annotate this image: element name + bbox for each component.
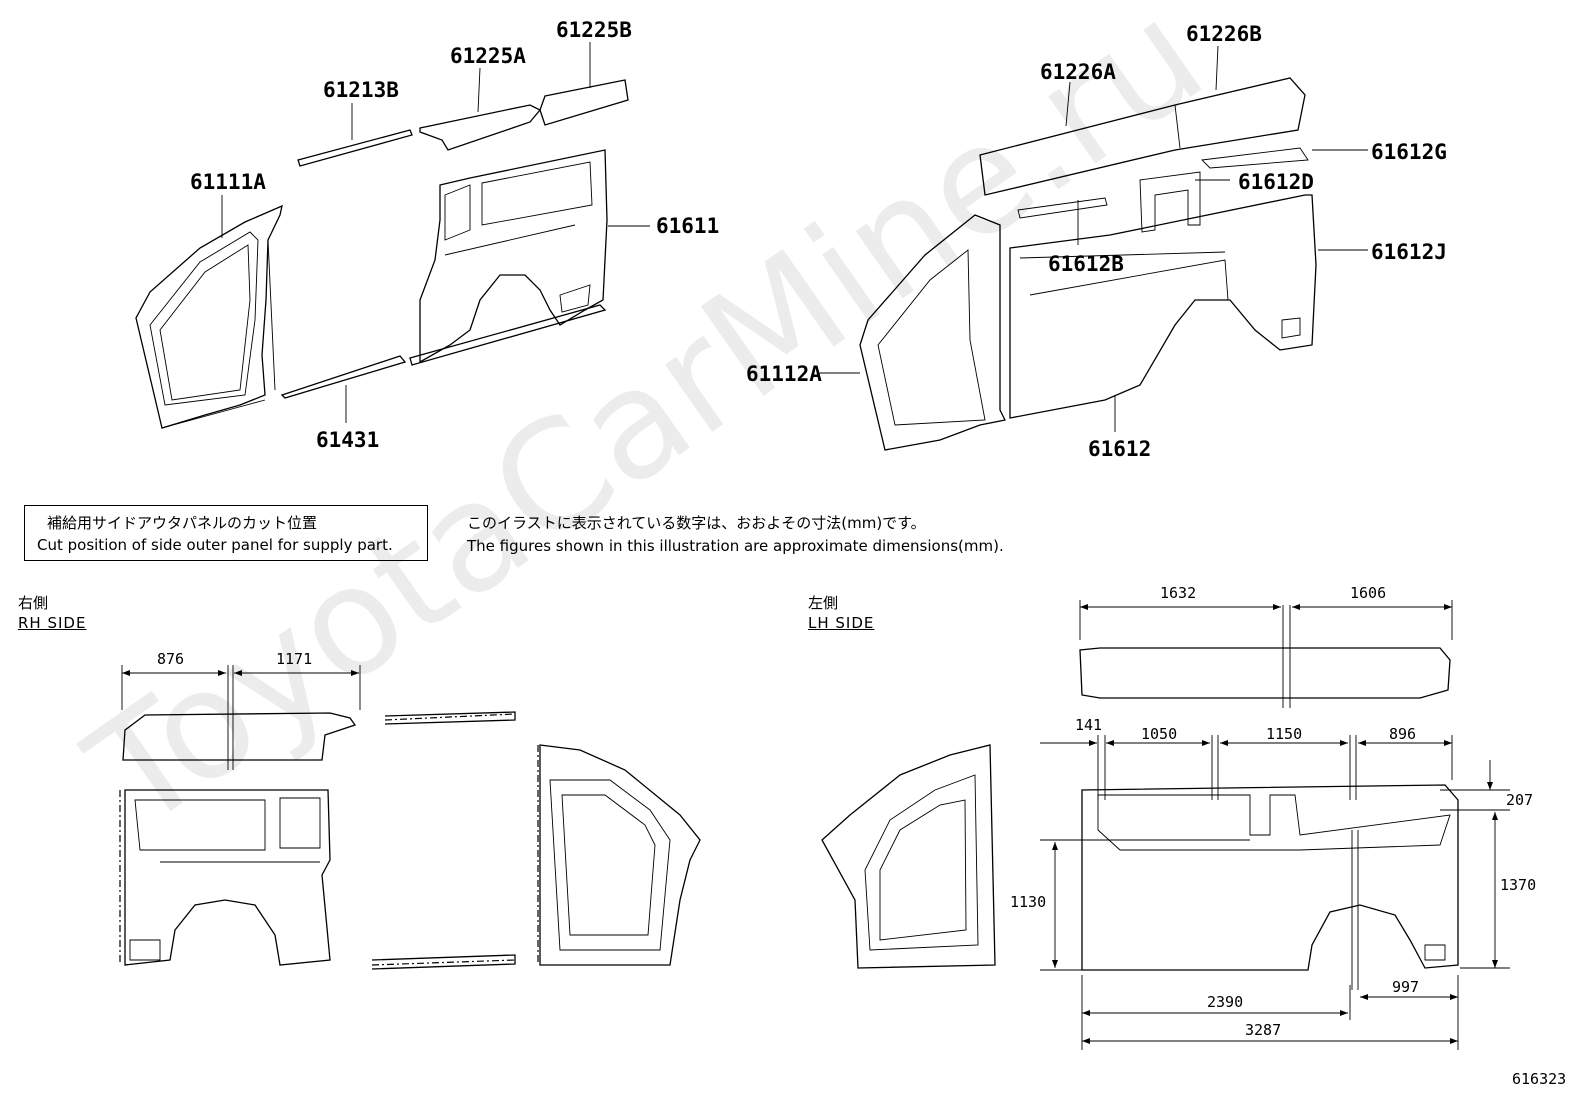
- lh-side-en: LH SIDE: [808, 614, 875, 632]
- part-label-61611[interactable]: 61611: [656, 214, 720, 238]
- rocker-rear-drawing: [409, 304, 607, 366]
- dim-876: 876: [157, 650, 185, 668]
- dim-1370: 1370: [1500, 876, 1537, 894]
- part-label-61213b[interactable]: 61213B: [323, 78, 399, 102]
- dim-141: 141: [1075, 716, 1103, 734]
- lh-front-pillar-bottom-drawing: [821, 744, 996, 969]
- dim-1150: 1150: [1266, 725, 1303, 743]
- part-label-61226a[interactable]: 61226A: [1040, 60, 1116, 84]
- lh-side-panel-bottom-drawing: [1081, 784, 1459, 990]
- side-panel-lh-drawing: [859, 171, 1317, 451]
- cut-note-en: Cut position of side outer panel for sup…: [37, 536, 393, 554]
- part-61431-drawing: [280, 355, 407, 399]
- dimension-note: このイラストに表示されている数字は、おおよその寸法(mm)です。 The fig…: [467, 512, 1004, 558]
- roof-panels-lh-drawing: [979, 77, 1309, 196]
- part-label-61112a[interactable]: 61112A: [746, 362, 822, 386]
- dim-2390: 2390: [1207, 993, 1244, 1011]
- cut-position-note: 補給用サイドアウタパネルのカット位置 Cut position of side …: [24, 505, 428, 561]
- lh-roof-piece-drawing: [1079, 647, 1451, 699]
- diagram-id: 616323: [1512, 1070, 1567, 1088]
- dim-1130: 1130: [1010, 893, 1047, 911]
- rh-side-panel-bottom-drawing: [119, 789, 331, 966]
- cut-note-jp: 補給用サイドアウタパネルのカット位置: [47, 514, 318, 532]
- dim-1632: 1632: [1160, 584, 1197, 602]
- part-label-61612g[interactable]: 61612G: [1371, 140, 1447, 164]
- part-label-61225a[interactable]: 61225A: [450, 44, 526, 68]
- dim-997: 997: [1392, 978, 1420, 996]
- rh-roof-piece-drawing: [122, 712, 357, 761]
- part-label-61225b[interactable]: 61225B: [556, 18, 632, 42]
- part-label-61612[interactable]: 61612: [1088, 437, 1152, 461]
- part-label-61226b[interactable]: 61226B: [1186, 22, 1262, 46]
- dim-207: 207: [1506, 791, 1534, 809]
- front-pillar-rh-drawing: [135, 204, 283, 429]
- dimension-note-jp: このイラストに表示されている数字は、おおよその寸法(mm)です。: [467, 514, 926, 532]
- part-label-61612b[interactable]: 61612B: [1048, 252, 1124, 276]
- rh-side-en: RH SIDE: [18, 614, 87, 632]
- part-label-61612d[interactable]: 61612D: [1238, 170, 1314, 194]
- dim-1171: 1171: [276, 650, 313, 668]
- rh-side-heading: 右側 RH SIDE: [18, 593, 86, 633]
- rh-front-pillar-bottom-drawing: [537, 744, 701, 966]
- dim-1050: 1050: [1141, 725, 1178, 743]
- rh-side-jp: 右側: [18, 594, 49, 612]
- part-61225a-drawing: [419, 104, 542, 151]
- part-61213b-drawing: [297, 129, 413, 167]
- dimension-note-en: The figures shown in this illustration a…: [467, 537, 1004, 555]
- part-label-61612j[interactable]: 61612J: [1371, 240, 1447, 264]
- part-label-61431[interactable]: 61431: [316, 428, 380, 452]
- dim-1606: 1606: [1350, 584, 1387, 602]
- rear-side-panel-rh-drawing: [419, 149, 608, 364]
- part-61225b-drawing: [539, 79, 629, 126]
- part-label-61111a[interactable]: 61111A: [190, 170, 266, 194]
- lh-side-heading: 左側 LH SIDE: [808, 593, 874, 633]
- dim-3287: 3287: [1245, 1021, 1282, 1039]
- dim-896: 896: [1389, 725, 1417, 743]
- lh-side-jp: 左側: [808, 594, 839, 612]
